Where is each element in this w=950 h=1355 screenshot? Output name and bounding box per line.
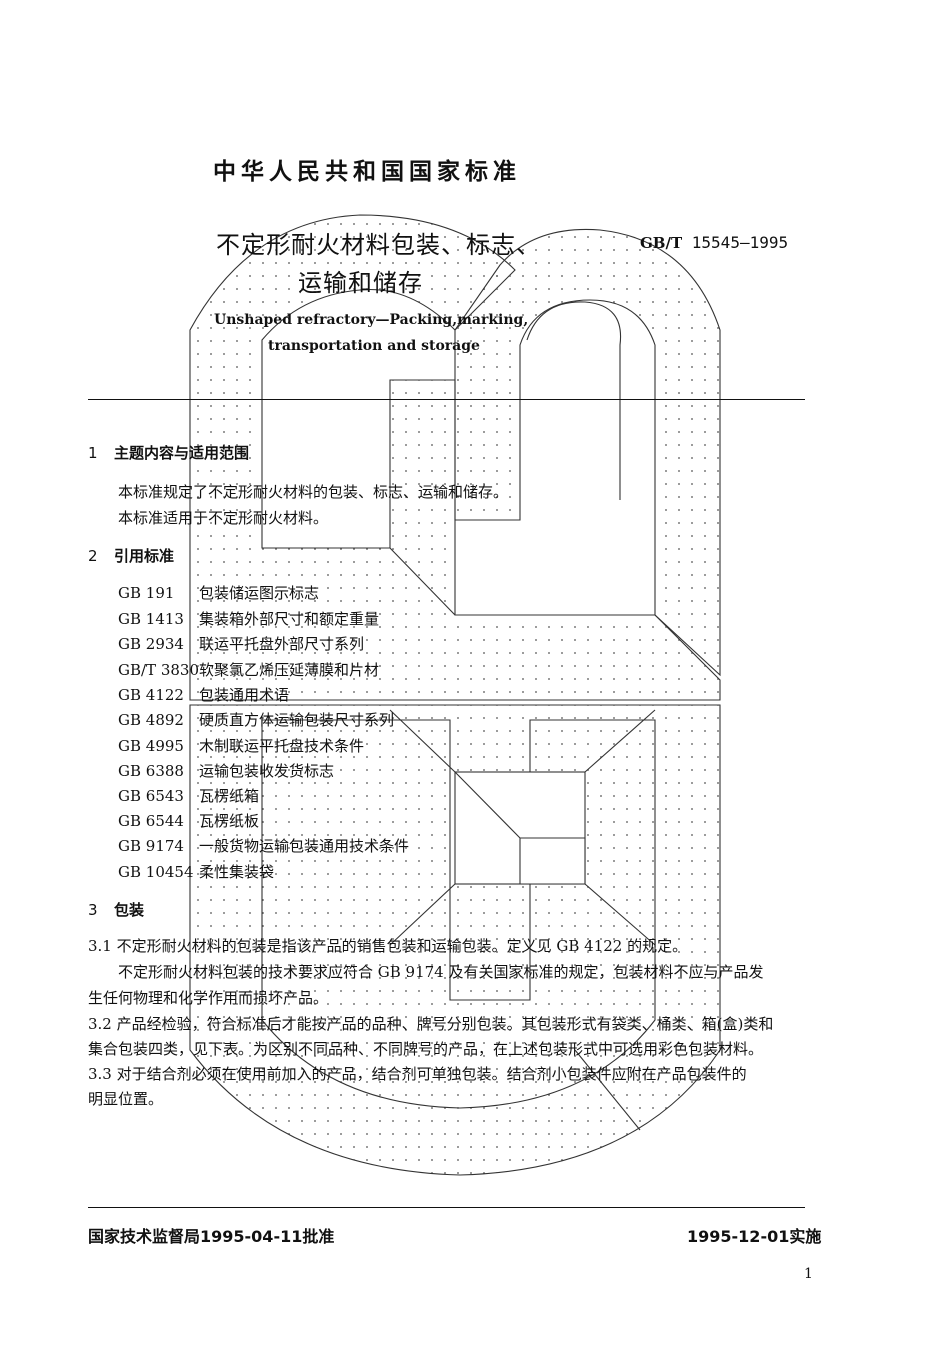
title-zh-line2: 运输和储存 [298,269,423,297]
standard-code: 15545—1995 [691,233,789,252]
reference-code: GB 191 [118,584,175,602]
reference-item: GB 4892 硬质直方体运输包装尺寸系列 [118,709,394,730]
title-en-line2: transportation and storage [268,338,480,354]
paragraph: 本标准规定了不定形耐火材料的包装、标志、运输和储存。 [118,483,509,501]
reference-title: 包装通用术语 [199,686,290,704]
clause-3-3-line2: 明显位置。 [88,1090,164,1108]
reference-title: 集装箱外部尺寸和额定重量 [199,610,380,628]
reference-item: GB 4995 木制联运平托盘技术条件 [118,735,364,756]
reference-code: GB 2934 [118,635,184,653]
reference-code: GB 6388 [118,762,184,780]
clause-3-2-line2: 集合包装四类，见下表。为区别不同品种、不同牌号的产品，在上述包装形式中可选用彩色… [88,1040,764,1058]
reference-code: GB 4995 [118,737,184,755]
clause-3-1-line1: 3.1 不定形耐火材料的包装是指该产品的销售包装和运输包装。定义见 GB 412… [88,937,688,955]
standard-prefix: GB/T [640,234,683,252]
footer-divider [88,1207,805,1208]
reference-title: 木制联运平托盘技术条件 [199,737,365,755]
reference-title: 运输包装收发货标志 [199,762,335,780]
reference-item: GB 6544 瓦楞纸板 [118,810,259,831]
reference-item: GB 1413 集装箱外部尺寸和额定重量 [118,608,379,629]
title-en-line1: Unshaped refractory—Packing,marking, [214,312,529,328]
reference-title: 一般货物运输包装通用技术条件 [199,837,410,855]
reference-title: 瓦楞纸箱 [199,787,260,805]
clause-3-2-line1: 3.2 产品经检验，符合标准后才能按产品的品种、牌号分别包装。其包装形式有袋类、… [88,1015,774,1033]
reference-title: 柔性集装袋 [199,863,275,881]
clause-3-1-line2: 不定形耐火材料包装的技术要求应符合 GB 9174 及有关国家标准的规定，包装材… [118,963,764,981]
standard-number: GB/T 15545—1995 [640,233,788,252]
reference-item: GB 10454 柔性集装袋 [118,861,274,882]
section-title: 引用标准 [114,547,175,565]
page-number: 1 [804,1266,813,1282]
section-number: 3 [88,901,98,919]
reference-code: GB 4122 [118,686,184,704]
reference-title: 瓦楞纸板 [199,812,260,830]
section-title: 包装 [114,901,145,919]
reference-title: 包装储运图示标志 [199,584,320,602]
clause-3-1-line3: 生任何物理和化学作用而损坏产品。 [88,989,329,1007]
reference-title: 联运平托盘外部尺寸系列 [199,635,365,653]
reference-item: GB 2934 联运平托盘外部尺寸系列 [118,633,364,654]
reference-item: GB 6388 运输包装收发货标志 [118,760,334,781]
org-title: 中华人民共和国国家标准 [213,159,521,185]
paragraph: 本标准适用于不定形耐火材料。 [118,509,329,527]
section-1-heading: 1 主题内容与适用范围 [88,442,249,463]
approval-date: 国家技术监督局1995-04-11批准 [88,1227,335,1246]
reference-code: GB/T 3830 [118,661,200,679]
reference-title: 硬质直方体运输包装尺寸系列 [199,711,395,729]
section-title: 主题内容与适用范围 [114,444,250,462]
reference-item: GB 191 包装储运图示标志 [118,582,319,603]
reference-code: GB 4892 [118,711,184,729]
reference-code: GB 6543 [118,787,184,805]
title-divider [88,399,805,400]
reference-code: GB 9174 [118,837,184,855]
section-number: 2 [88,547,98,565]
reference-code: GB 6544 [118,812,184,830]
reference-item: GB 6543 瓦楞纸箱 [118,785,259,806]
reference-item: GB/T 3830软聚氯乙烯压延薄膜和片材 [118,659,379,680]
effective-date: 1995-12-01实施 [687,1227,822,1246]
section-2-heading: 2 引用标准 [88,545,174,566]
title-zh-line1: 不定形耐火材料包装、标志、 [216,231,541,259]
reference-item: GB 4122 包装通用术语 [118,684,289,705]
section-number: 1 [88,444,98,462]
reference-code: GB 10454 [118,863,194,881]
section-3-heading: 3 包装 [88,899,144,920]
reference-title: 软聚氯乙烯压延薄膜和片材 [199,661,380,679]
reference-item: GB 9174 一般货物运输包装通用技术条件 [118,835,409,856]
reference-code: GB 1413 [118,610,184,628]
clause-3-3-line1: 3.3 对于结合剂必须在使用前加入的产品，结合剂可单独包装。结合剂小包装件应附在… [88,1065,747,1083]
